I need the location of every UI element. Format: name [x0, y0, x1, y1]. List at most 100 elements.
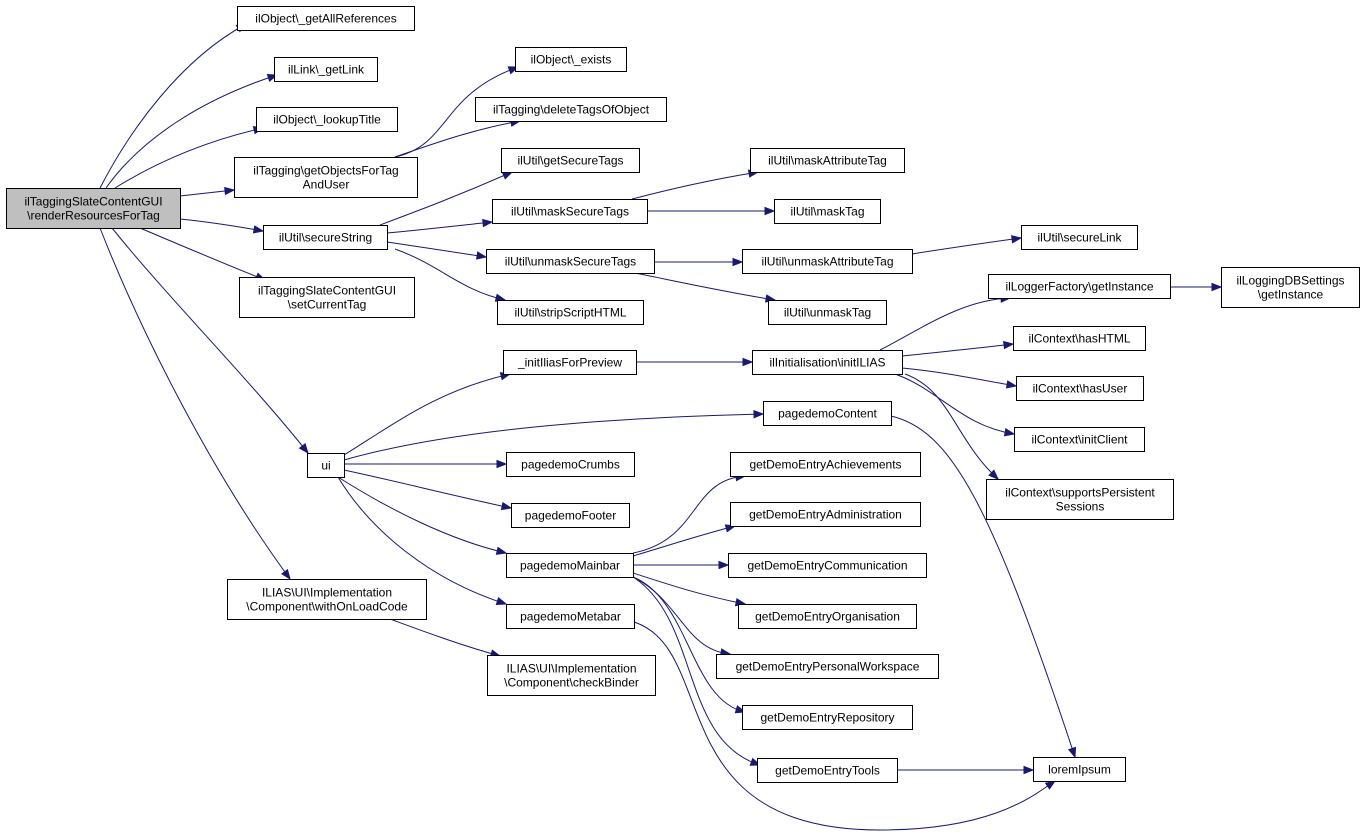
node-box [506, 452, 635, 477]
node-tools[interactable]: getDemoEntryTools [757, 758, 898, 783]
node-pagedemoFooter[interactable]: pagedemoFooter [511, 503, 630, 528]
node-exists[interactable]: ilObject\_exists [515, 47, 627, 72]
node-box [501, 148, 640, 173]
node-getSecureTags[interactable]: ilUtil\getSecureTags [501, 148, 640, 173]
node-label: pagedemoFooter [525, 509, 616, 523]
node-initIliasForPreview[interactable]: _initIliasForPreview [503, 350, 637, 375]
node-box [227, 579, 427, 620]
edge-arrowhead [482, 218, 494, 228]
node-unmaskTag[interactable]: ilUtil\unmaskTag [768, 300, 887, 325]
node-label: pagedemoContent [778, 407, 877, 421]
node-label: ILIAS\UI\Implementation [506, 662, 636, 676]
edge-arrowhead [496, 459, 508, 469]
node-initILIAS[interactable]: ilInitialisation\initILIAS [752, 350, 903, 375]
edge-ui-to-pagedemoContent [343, 409, 765, 461]
node-pagedemoCrumbs[interactable]: pagedemoCrumbs [506, 452, 635, 477]
edge-line [343, 413, 764, 461]
node-organisation[interactable]: getDemoEntryOrganisation [738, 604, 917, 629]
edge-line [879, 297, 1011, 351]
node-label: ilContext\initClient [1031, 433, 1128, 447]
edge-arrowhead [500, 501, 513, 511]
node-lookupTitle[interactable]: ilObject\_lookupTitle [256, 107, 398, 132]
node-achievements[interactable]: getDemoEntryAchievements [730, 452, 921, 477]
node-setCurrentTag[interactable]: ilTaggingSlateContentGUI\setCurrentTag [239, 277, 415, 318]
edge-initILIAS-to-initClient [894, 373, 1016, 437]
node-pagedemoContent[interactable]: pagedemoContent [763, 401, 892, 426]
node-unmaskAttributeTag[interactable]: ilUtil\unmaskAttributeTag [742, 249, 913, 274]
edge-arrowhead [495, 546, 508, 555]
node-label: \Component\checkBinder [504, 676, 639, 690]
node-stripScriptHTML[interactable]: ilUtil\stripScriptHTML [497, 300, 644, 325]
edge-arrowhead [764, 206, 776, 216]
node-box [506, 604, 635, 629]
node-pagedemoMainbar[interactable]: pagedemoMainbar [506, 553, 634, 578]
node-box [263, 225, 388, 250]
node-loggingDB[interactable]: ilLoggingDBSettings\getInstance [1221, 267, 1360, 308]
edge-initIliasForPreview-to-initILIAS [635, 357, 754, 367]
edge-arrowhead [281, 568, 291, 581]
edge-secureString-to-maskSecureTags [386, 218, 494, 234]
node-secureString[interactable]: ilUtil\secureString [263, 225, 388, 250]
edge-line [386, 241, 487, 258]
node-communication[interactable]: getDemoEntryCommunication [728, 553, 927, 578]
node-checkBinder[interactable]: ILIAS\UI\Implementation\Component\checkB… [487, 655, 656, 696]
edge-arrowhead [742, 357, 754, 367]
node-label: Sessions [1056, 500, 1105, 514]
node-label: loremIpsum [1048, 763, 1111, 777]
edge-line [394, 248, 506, 301]
node-getLink[interactable]: ilLink\_getLink [274, 57, 378, 82]
node-loremIpsum[interactable]: loremIpsum [1033, 757, 1126, 782]
node-maskSecureTags[interactable]: ilUtil\maskSecureTags [492, 199, 648, 224]
node-ui[interactable]: ui [307, 453, 345, 478]
edge-root-to-getObjectsForTag [179, 186, 236, 197]
node-hasHTML[interactable]: ilContext\hasHTML [1013, 326, 1146, 351]
node-hasUser[interactable]: ilContext\hasUser [1016, 376, 1144, 401]
node-box [503, 350, 637, 375]
node-box [256, 107, 398, 132]
node-label: getDemoEntryRepository [760, 711, 894, 725]
node-label: ilUtil\getSecureTags [517, 154, 623, 168]
node-personalWorkspace[interactable]: getDemoEntryPersonalWorkspace [716, 654, 939, 679]
edge-withOnLoadCode-to-checkBinder [389, 618, 502, 658]
edge-arrowhead [1211, 282, 1223, 292]
node-pagedemoMetabar[interactable]: pagedemoMetabar [506, 604, 635, 629]
node-loggerFactory[interactable]: ilLoggerFactory\getInstance [988, 274, 1171, 299]
node-initClient[interactable]: ilContext\initClient [1014, 427, 1145, 452]
edge-line [901, 367, 1017, 387]
edge-arrowhead [1044, 780, 1057, 790]
node-label: getDemoEntryPersonalWorkspace [736, 660, 920, 674]
node-box [730, 452, 921, 477]
edge-root-to-getAllReferences [99, 23, 248, 189]
edge-line [632, 572, 746, 605]
node-box [763, 401, 892, 426]
node-label: pagedemoCrumbs [521, 458, 620, 472]
edge-line [386, 221, 493, 234]
node-label: ilObject\_getAllReferences [255, 12, 396, 26]
node-repository[interactable]: getDemoEntryRepository [742, 705, 913, 730]
edge-line [904, 373, 999, 480]
edge-line [632, 576, 746, 713]
node-box [716, 654, 939, 679]
node-box [497, 300, 644, 325]
edge-ui-to-pagedemoMainbar [337, 476, 508, 555]
node-administration[interactable]: getDemoEntryAdministration [730, 502, 921, 527]
node-deleteTags[interactable]: ilTagging\deleteTagsOfObject [475, 97, 667, 122]
edge-arrowhead [1010, 235, 1023, 244]
node-unmaskSecureTags[interactable]: ilUtil\unmaskSecureTags [486, 249, 655, 274]
node-maskTag[interactable]: ilUtil\maskTag [774, 199, 881, 224]
node-label: \renderResourcesForTag [27, 209, 160, 223]
edge-line [114, 127, 264, 189]
node-root[interactable]: ilTaggingSlateContentGUI\renderResources… [6, 188, 181, 229]
node-box [1221, 267, 1360, 308]
node-getAllReferences[interactable]: ilObject\_getAllReferences [237, 6, 415, 31]
node-maskAttributeTag[interactable]: ilUtil\maskAttributeTag [750, 148, 905, 173]
edge-line [634, 272, 776, 301]
node-withOnLoadCode[interactable]: ILIAS\UI\Implementation\Component\withOn… [227, 579, 427, 620]
edge-pagedemoContent-to-loremIpsum [890, 415, 1077, 759]
edge-line [379, 171, 513, 226]
node-label: \Component\withOnLoadCode [246, 600, 408, 614]
node-box [774, 199, 881, 224]
node-secureLink[interactable]: ilUtil\secureLink [1021, 225, 1138, 250]
